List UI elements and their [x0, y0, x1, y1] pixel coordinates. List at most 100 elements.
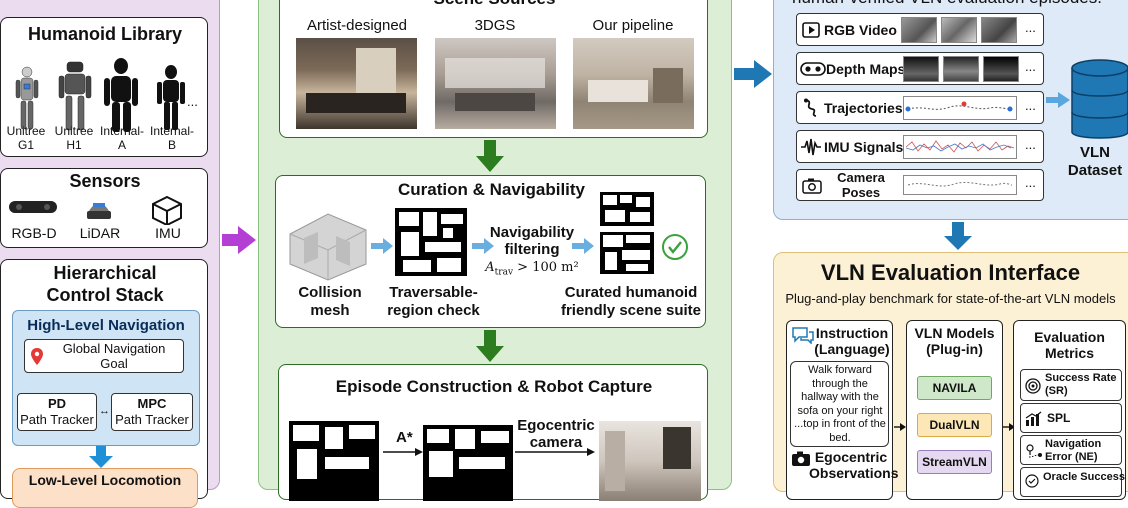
oracle-icon — [1025, 474, 1039, 488]
global-goal-box: Global Navigation Goal — [24, 339, 184, 373]
robot-label-internal-b: Internal- B — [149, 124, 195, 152]
robot-figures — [15, 58, 185, 132]
modality-trajectories: Trajectories ... — [796, 91, 1044, 124]
sensor-label-lidar: LiDAR — [79, 225, 121, 241]
pd-sub: Path Tracker — [20, 412, 94, 427]
3dgs-scene-image — [435, 38, 556, 129]
filter-threshold: > 100 m² — [513, 260, 579, 275]
models-title: VLN Models (Plug-in) — [914, 325, 995, 357]
chat-bubble-icon — [792, 327, 814, 344]
camera-icon — [802, 178, 822, 194]
camera-poses-plot-image — [903, 175, 1017, 195]
traversable-map-image — [395, 208, 467, 276]
depth-frame-3-image — [983, 56, 1019, 82]
model-dualvln[interactable]: DualVLN — [917, 413, 992, 437]
sensors-card: Sensors RGB-D LiDAR IMU — [0, 168, 208, 248]
database-icon — [1071, 59, 1128, 139]
model-navila[interactable]: NAVILA — [917, 376, 992, 400]
ego-view-image — [599, 421, 701, 501]
curation-title: Curation & Navigability — [397, 180, 586, 199]
green-arrow-icon-1 — [476, 140, 504, 172]
robot-label-h1: Unitree H1 — [54, 124, 94, 152]
trajectory-more: ... — [1025, 98, 1036, 113]
instruction-text: Walk forward through the hallway with th… — [794, 364, 886, 444]
instruction-title: Instruction (Language) — [814, 325, 890, 357]
filter-title: Navigability filtering — [489, 224, 575, 258]
mpc-tracker-box: MPC Path Tracker — [111, 393, 193, 431]
target-icon — [1025, 378, 1041, 394]
humanoid-more: ... — [187, 94, 198, 109]
metric-spl: SPL — [1020, 403, 1122, 433]
robot-label-internal-a: Internal- A — [99, 124, 145, 152]
ego-arrow-icon — [515, 448, 595, 456]
curated-map-top-image — [600, 192, 654, 226]
episode-map-1-image — [289, 421, 379, 501]
scene-label-3dgs: 3DGS — [474, 17, 516, 34]
high-level-nav-box: High-Level Navigation Global Navigation … — [12, 310, 200, 446]
humanoid-library-title: Humanoid Library — [27, 24, 183, 44]
filter-symbol: A — [485, 260, 495, 275]
scene-sources-card: Scene Sources Artist-designed 3DGS Our p… — [279, 0, 708, 138]
modality-label-imu: IMU Signals — [824, 139, 904, 155]
models-card: VLN Models (Plug-in) NAVILA DualVLN Stre… — [906, 320, 1003, 500]
collision-mesh-label: Collision mesh — [298, 284, 362, 319]
arrow-right-icon-1 — [371, 238, 393, 254]
sensor-label-rgbd: RGB-D — [11, 225, 57, 241]
curated-label: Curated humanoid friendly scene suite — [560, 284, 702, 319]
instruction-text-box: Walk forward through the hallway with th… — [790, 361, 889, 447]
down-arrow-icon — [89, 446, 113, 468]
arrow-right-icon-2 — [472, 238, 494, 254]
map-pin-icon — [31, 348, 43, 365]
depth-more: ... — [1025, 59, 1036, 74]
low-level-locomotion-box: Low-Level Locomotion — [12, 468, 198, 508]
blue-arrow-icon-1 — [734, 60, 772, 88]
rgb-frame-3-image — [981, 17, 1017, 43]
modality-camera-poses: Camera Poses ... — [796, 169, 1044, 201]
traversable-label: Traversable- region check — [387, 284, 480, 319]
modality-depth-maps: Depth Maps ... — [796, 52, 1044, 85]
top-caption: human-verified VLN evaluation episodes. — [792, 0, 1102, 8]
collision-mesh-image — [289, 213, 367, 281]
metric-sr: Success Rate (SR) — [1020, 369, 1122, 401]
metrics-card: Evaluation Metrics Success Rate (SR) SPL… — [1013, 320, 1126, 500]
depth-frame-2-image — [943, 56, 979, 82]
green-arrow-icon-2 — [476, 330, 504, 362]
global-goal-label: Global Navigation Goal — [62, 341, 166, 371]
interface-title: VLN Evaluation Interface — [820, 260, 1081, 285]
filter-condition: Atrav > 100 m² — [482, 260, 582, 278]
pipeline-scene-image — [573, 38, 694, 129]
dataset-label: VLN Dataset — [1067, 144, 1123, 179]
depth-camera-icon — [800, 62, 826, 76]
control-stack-title: Hierarchical Control Stack — [46, 263, 164, 305]
check-icon — [662, 234, 688, 260]
sensor-label-imu: IMU — [155, 225, 181, 241]
arrow-right-icon-3 — [572, 238, 594, 254]
metric-spl-label: SPL — [1047, 411, 1071, 425]
robot-internal-a-icon — [104, 58, 138, 132]
model-streamvln[interactable]: StreamVLN — [917, 450, 992, 474]
pd-title: PD — [47, 396, 67, 411]
imu-more: ... — [1025, 137, 1036, 152]
double-arrow-icon: ↔ — [99, 405, 110, 417]
mpc-sub: Path Tracker — [115, 412, 189, 427]
modality-label-trajectories: Trajectories — [824, 100, 903, 116]
metric-os-label: Oracle Success — [1043, 471, 1125, 483]
episode-title: Episode Construction & Robot Capture — [335, 377, 653, 396]
metric-ne-label: Navigation Error (NE) — [1045, 438, 1102, 463]
low-level-label: Low-Level Locomotion — [28, 472, 182, 488]
scene-sources-title: Scene Sources — [280, 0, 709, 9]
sensor-icons — [9, 195, 182, 225]
scene-label-artist: Artist-designed — [306, 17, 408, 34]
ego-camera-label: Egocentric camera — [517, 417, 595, 451]
rgb-frame-2-image — [941, 17, 977, 43]
blue-arrow-icon-3 — [944, 222, 972, 250]
sensors-title: Sensors — [69, 171, 141, 191]
arrow-right-icon-5 — [1003, 423, 1015, 431]
trajectory-plot-image — [903, 96, 1017, 120]
artist-scene-image — [296, 38, 417, 129]
interface-subtitle: Plug-and-play benchmark for state-of-the… — [785, 291, 1116, 306]
nav-error-icon — [1026, 444, 1042, 458]
robot-unitree-h1-icon — [58, 61, 92, 131]
metric-os: Oracle Success — [1020, 467, 1125, 497]
robot-internal-b-icon — [157, 65, 185, 130]
